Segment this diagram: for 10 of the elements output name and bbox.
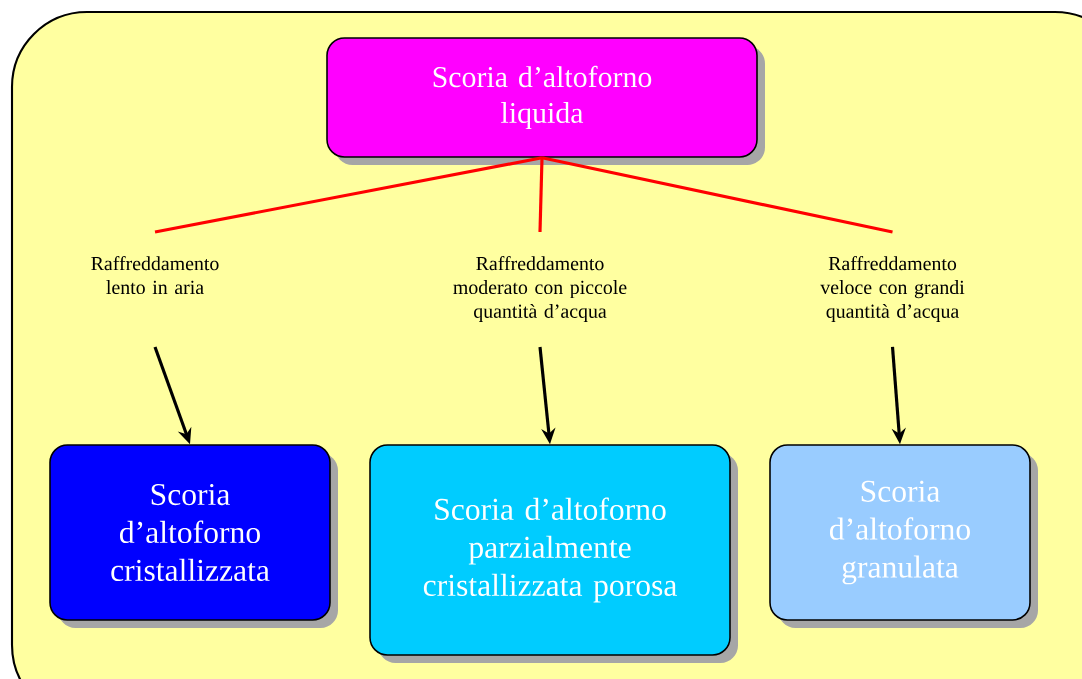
connector-line — [154, 156, 543, 234]
process-box: Scoria d’altoforno parzialmente cristallizzata porosa — [369, 444, 738, 663]
process-box: Scoria d’altoforno cristallizzata — [49, 444, 338, 628]
step-label: Raffreddamento veloce con grandi quantità d’acqua — [820, 256, 965, 322]
process-box: Scoria d’altoforno liquida — [326, 37, 765, 165]
connector-line — [541, 156, 893, 234]
connector-line — [538, 157, 544, 233]
step-label: Raffreddamento lento in aria — [91, 256, 219, 295]
process-box: Scoria d’altoforno granulata — [769, 444, 1038, 628]
step-label: Raffreddamento moderato con piccole quantità d’acqua — [453, 256, 627, 322]
